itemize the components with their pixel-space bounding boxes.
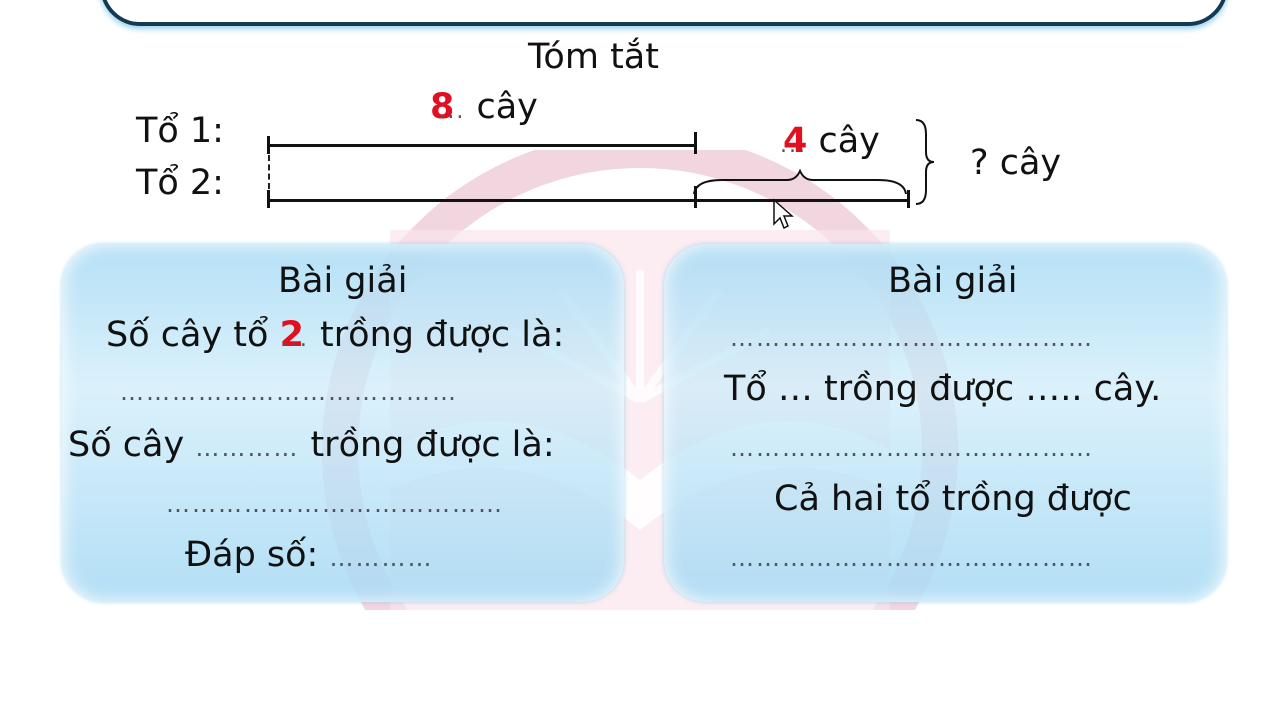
right-unit: cây	[818, 121, 880, 161]
left-line1-prefix: Số cây tổ	[106, 315, 269, 355]
top-dots: ...	[438, 99, 466, 124]
dashed-connector	[268, 155, 270, 189]
left-line2-dots: …………………………………	[120, 378, 458, 406]
total-brace	[915, 119, 935, 205]
mouse-cursor-icon	[773, 198, 794, 230]
left-line1-suffix: trồng được là:	[320, 315, 565, 355]
answer-label: Đáp số:	[185, 535, 319, 575]
top-annotation: 8... cây	[430, 90, 538, 125]
segment-to2-end-tick	[907, 190, 910, 208]
top-value: 8	[430, 87, 455, 127]
left-line1: Số cây tổ 2... trồng được là:	[106, 318, 564, 353]
left-line1-value: 2	[279, 315, 304, 355]
solution-panel-right	[664, 244, 1226, 602]
segment-to1-end-tick	[694, 132, 697, 154]
segment-to1	[268, 144, 696, 147]
left-line3-prefix: Số cây	[68, 425, 185, 465]
left-line3-suffix: trồng được là:	[310, 425, 555, 465]
top-unit: cây	[476, 87, 538, 127]
right-line4: Cả hai tổ trồng được	[774, 479, 1132, 519]
segment-to2-start-tick	[267, 190, 270, 208]
right-line2: Tổ … trồng được ….. cây.	[724, 369, 1162, 409]
right-annotation: ...4 cây	[780, 124, 880, 159]
left-line3: Số cây ………… trồng được là:	[68, 428, 555, 463]
left-line3-dots: …………	[195, 434, 300, 462]
total-label: ? cây	[970, 143, 1062, 183]
right-panel-heading: Bài giải	[888, 261, 1018, 301]
left-line4-dots: …………………………………	[166, 490, 504, 518]
solution-panel-left	[62, 244, 624, 602]
segment-to2	[268, 199, 910, 202]
right-line5-dots: ……………………………………	[730, 544, 1094, 572]
extra-part-brace	[693, 168, 907, 195]
answer-dots: …………	[329, 544, 434, 572]
top-frame	[100, 0, 1228, 26]
left-line1-dots: ...	[281, 327, 309, 352]
summary-title: Tóm tắt	[528, 37, 659, 77]
row2-label: Tổ 2:	[136, 163, 224, 203]
right-line3-dots: ……………………………………	[730, 434, 1094, 462]
left-panel-heading: Bài giải	[278, 261, 408, 301]
right-line1-dots: ……………………………………	[730, 324, 1094, 352]
row1-label: Tổ 1:	[136, 111, 224, 151]
left-answer-line: Đáp số: …………	[185, 538, 434, 573]
segment-to1-start-tick	[267, 136, 270, 154]
right-dots: ...	[780, 133, 807, 158]
segment-to2-mid-tick	[694, 186, 697, 208]
right-value: 4	[782, 121, 808, 161]
